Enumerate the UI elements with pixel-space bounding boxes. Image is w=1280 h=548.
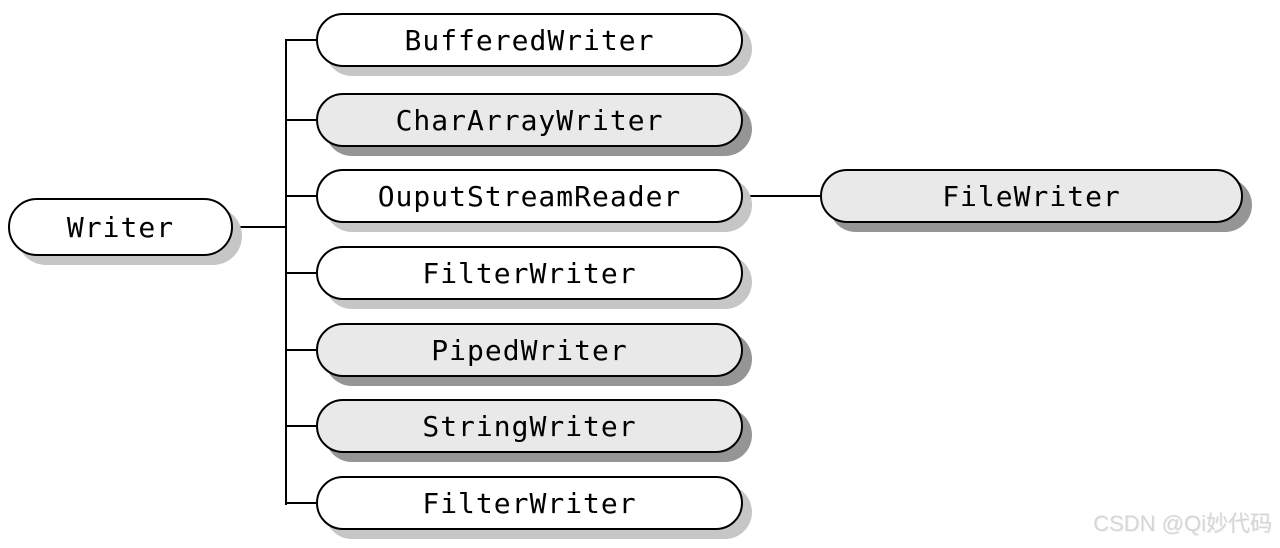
node-string-writer: StringWriter [316, 399, 743, 453]
node-ouput-stream-reader: OuputStreamReader [316, 169, 743, 223]
connector-osr-to-file-writer [743, 195, 820, 197]
node-filter-writer-2: FilterWriter [316, 476, 743, 530]
connector-branch-piped-writer [285, 349, 316, 351]
connector-writer-to-trunk [233, 226, 287, 228]
connector-branch-char-array [285, 119, 316, 121]
connector-branch-ouput-stream [285, 195, 316, 197]
connector-branch-filter-writer-1 [285, 272, 316, 274]
node-writer: Writer [8, 198, 233, 256]
node-file-writer: FileWriter [820, 169, 1243, 223]
connector-branch-string-writer [285, 425, 316, 427]
connector-branch-filter-writer-2 [285, 502, 316, 504]
node-piped-writer: PipedWriter [316, 323, 743, 377]
node-buffered-writer: BufferedWriter [316, 13, 743, 67]
node-filter-writer-1: FilterWriter [316, 246, 743, 300]
csdn-watermark: CSDN @Qi妙代码 [1093, 511, 1272, 536]
connector-branch-buffered-writer [285, 39, 316, 41]
node-char-array-writer: CharArrayWriter [316, 93, 743, 147]
